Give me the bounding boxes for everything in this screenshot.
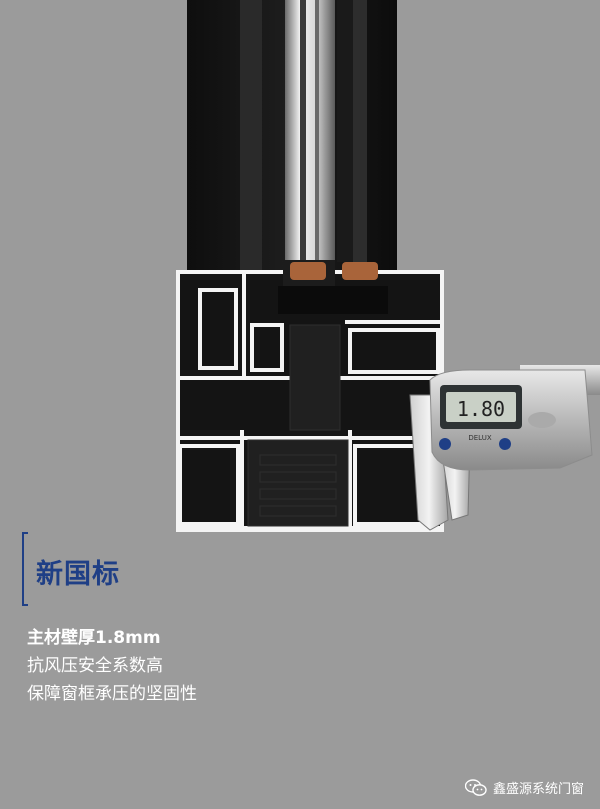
- glass-panel: [187, 0, 397, 270]
- spec-line: 主材壁厚1.8mm: [27, 628, 161, 648]
- account-watermark: 鑫盛源系统门窗: [464, 778, 584, 797]
- account-name: 鑫盛源系统门窗: [492, 782, 584, 797]
- wechat-icon: [464, 778, 487, 796]
- thermal-break: [247, 324, 349, 527]
- standard-badge: 新国标: [22, 532, 140, 606]
- digital-caliper: 1.80 DELUX: [409, 365, 600, 531]
- caliper-reading: 1.80: [457, 397, 505, 421]
- headline: 新国标: [36, 559, 120, 590]
- spec-line: 保障窗框承压的坚固性: [27, 684, 197, 704]
- rubber-seals: [278, 260, 388, 314]
- caliper-brand: DELUX: [468, 434, 491, 442]
- badge-bracket: [22, 532, 28, 606]
- window-profile-illustration: 1.80 DELUX: [176, 0, 600, 532]
- spec-line: 抗风压安全系数高: [27, 656, 163, 676]
- spec-lines: 主材壁厚1.8mm 抗风压安全系数高 保障窗框承压的坚固性: [27, 624, 197, 708]
